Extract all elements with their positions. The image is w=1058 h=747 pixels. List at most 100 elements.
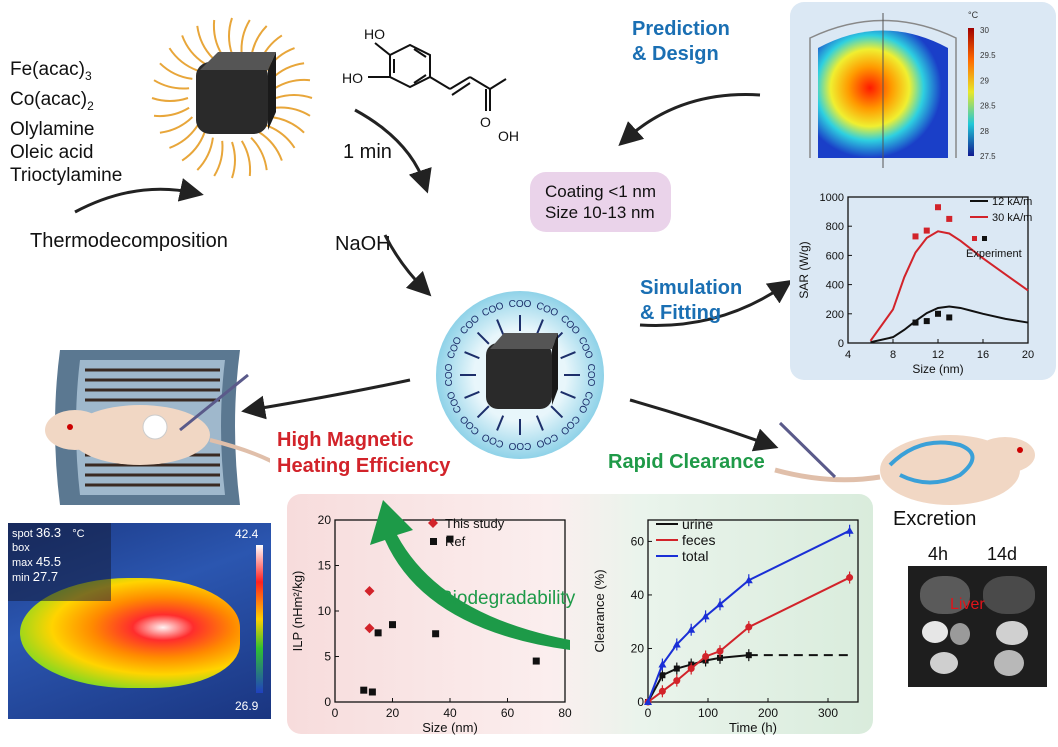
time-label: 1 min xyxy=(343,141,392,163)
coo-spoke xyxy=(535,319,544,335)
x-tick-label: 0 xyxy=(645,706,652,720)
biodegradability-label: Biodegradability xyxy=(440,588,576,609)
reagent-fe: Fe(acac)3 xyxy=(10,59,92,83)
svg-text:O: O xyxy=(480,114,491,130)
clearance-point xyxy=(702,653,710,660)
base-label: NaOH xyxy=(335,233,391,255)
clearance-point xyxy=(744,576,753,584)
ligand-strand xyxy=(231,141,236,179)
x-axis-label: Size (nm) xyxy=(912,362,963,376)
clearance-point xyxy=(701,612,710,620)
clearance-point xyxy=(687,665,695,673)
clearance-series-line xyxy=(647,529,851,703)
reagent-oleic-acid: Oleic acid xyxy=(10,141,94,163)
ligand-strand xyxy=(151,97,189,102)
plot-frame xyxy=(647,519,859,703)
sar-experiment-point xyxy=(935,204,941,211)
thermal-sim-tick: 27.5 xyxy=(980,152,996,161)
organ-4h-kidney-2 xyxy=(950,623,970,645)
sar-experiment-point xyxy=(923,227,930,234)
clearance-point xyxy=(644,698,652,705)
x-tick-label: 8 xyxy=(890,349,896,361)
x-tick-label: 300 xyxy=(818,706,838,720)
ligand-strand xyxy=(271,116,305,134)
ilp-legend-ref: Ref xyxy=(445,534,466,549)
sar-series-line xyxy=(869,230,1029,342)
ir-scale-max: 42.4 xyxy=(235,527,259,541)
ligand-strand xyxy=(274,78,311,90)
ligand-strand xyxy=(159,62,193,80)
sar-series-line xyxy=(870,305,1029,344)
x-tick-label: 4 xyxy=(845,349,851,361)
ilp-point-ref xyxy=(368,688,376,696)
y-axis-label: Clearance (%) xyxy=(592,569,607,652)
organ-label-14d: 14d xyxy=(987,544,1018,564)
organ-4h-kidney xyxy=(922,621,948,643)
thermal-sim-tick: 28.5 xyxy=(980,102,996,111)
ir-readout-panel: spot 36.3 °C box max 45.5 min 27.7 xyxy=(8,523,111,601)
coo-spoke xyxy=(560,351,576,360)
reagent-olylamine: Olylamine xyxy=(10,118,95,140)
ligand-strand xyxy=(213,140,224,177)
coo-spoke xyxy=(535,415,544,431)
organ-4h-lower xyxy=(930,652,958,674)
ligand-strand xyxy=(159,116,194,134)
ilp-legend-marker-this-study xyxy=(428,518,438,528)
min-label: min xyxy=(12,572,30,584)
x-tick-label: 40 xyxy=(443,706,457,720)
organ-4h-blob-top xyxy=(920,576,970,614)
sar-experiment-point xyxy=(923,318,930,325)
x-tick-label: 200 xyxy=(758,706,778,720)
sar-experiment-point xyxy=(946,215,953,222)
clearance-point xyxy=(845,526,854,534)
clearance-point xyxy=(717,654,723,661)
x-tick-label: 80 xyxy=(558,706,572,720)
coo-spoke xyxy=(496,319,505,335)
coo-spoke xyxy=(476,405,490,419)
sar-legend-experiment: Experiment xyxy=(966,248,1022,260)
ligand-strand xyxy=(196,25,214,60)
min-value: 27.7 xyxy=(32,569,59,584)
y-tick-label: 200 xyxy=(826,309,844,321)
y-tick-label: 1000 xyxy=(820,192,844,204)
clearance-point xyxy=(745,652,752,659)
x-tick-label: 0 xyxy=(332,706,339,720)
clearance-point xyxy=(687,625,696,633)
ilp-point-this-study xyxy=(364,585,375,596)
y-tick-label: 400 xyxy=(826,280,844,292)
organ-14d-blob-top xyxy=(983,576,1035,614)
y-tick-label: 600 xyxy=(826,250,844,262)
sar-legend-label: 12 kA/m xyxy=(992,196,1032,208)
clearance-point xyxy=(716,647,724,655)
thermal-sim-unit: °C xyxy=(968,10,979,20)
y-tick-label: 20 xyxy=(631,641,645,655)
oleic-coated-nanocube xyxy=(151,17,313,179)
coo-spoke xyxy=(550,405,564,419)
x-tick-label: 12 xyxy=(932,349,944,361)
clearance-point xyxy=(658,687,666,695)
ilp-legend-this-study: This study xyxy=(445,516,505,531)
clearance-legend-label: total xyxy=(682,548,708,564)
ir-colorbar xyxy=(256,545,263,693)
ir-unit: °C xyxy=(72,528,85,540)
reagent-list: Fe(acac)3 Co(acac)2 Olylamine Oleic acid… xyxy=(10,58,122,187)
coo-label: COO xyxy=(585,364,596,387)
coo-spoke xyxy=(496,415,505,431)
max-label: max xyxy=(12,557,33,569)
y-tick-label: 40 xyxy=(631,588,645,602)
clearance-point xyxy=(716,600,724,608)
ilp-point-ref xyxy=(532,657,540,665)
ilp-legend-marker-ref xyxy=(430,538,437,545)
ilp-point-this-study xyxy=(364,623,375,634)
ilp-point-ref xyxy=(389,621,396,629)
sar-experiment-point xyxy=(946,314,953,321)
coil-mouse-illustration xyxy=(45,350,270,505)
thermal-sim-tick: 29.5 xyxy=(980,51,996,60)
x-tick-label: 60 xyxy=(501,706,515,720)
y-tick-label: 0 xyxy=(324,695,331,709)
